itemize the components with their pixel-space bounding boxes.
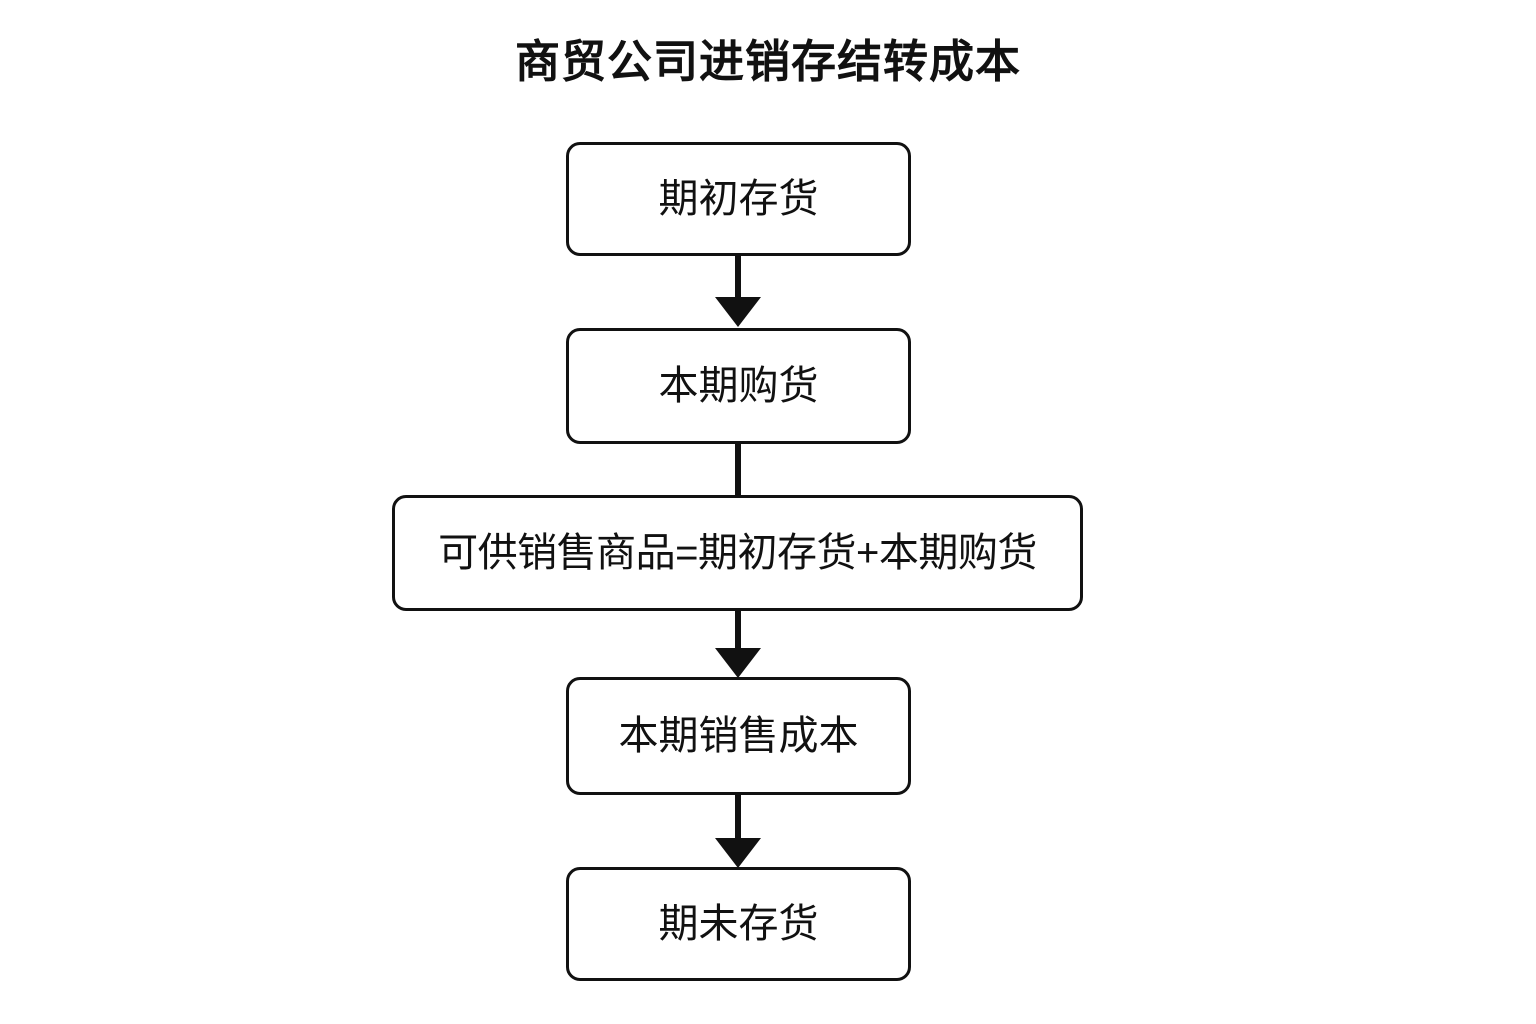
arrow-down-icon: [715, 838, 761, 868]
connector-line-4-5: [735, 795, 741, 852]
flow-node-beginning-inventory[interactable]: 期初存货: [566, 142, 911, 256]
flow-node-ending-inventory[interactable]: 期未存货: [566, 867, 911, 981]
connector-line-1-2: [735, 256, 741, 314]
arrow-down-icon: [715, 648, 761, 678]
flow-node-label: 本期销售成本: [618, 714, 859, 758]
flow-node-label: 期未存货: [658, 902, 819, 946]
flow-node-current-period-purchases[interactable]: 本期购货: [566, 328, 911, 444]
connector-line-3-4: [735, 611, 741, 663]
flow-node-current-period-cost-of-sales[interactable]: 本期销售成本: [566, 677, 911, 795]
flow-node-label: 期初存货: [658, 177, 819, 221]
flow-node-label: 可供销售商品=期初存货+本期购货: [438, 531, 1037, 575]
flow-node-label: 本期购货: [658, 364, 819, 408]
flow-node-goods-available-for-sale[interactable]: 可供销售商品=期初存货+本期购货: [392, 495, 1083, 611]
arrow-down-icon: [715, 297, 761, 327]
page-title: 商贸公司进销存结转成本: [514, 36, 1021, 87]
connector-line-2-3: [735, 444, 741, 495]
